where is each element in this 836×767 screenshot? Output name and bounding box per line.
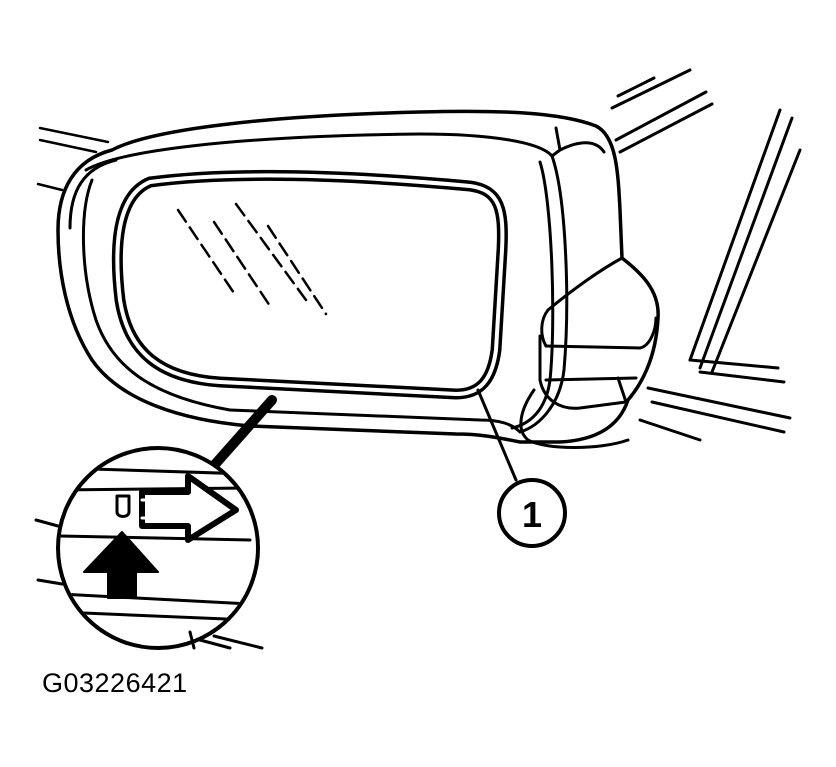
glass-reflection (176, 202, 328, 316)
detail-context-lines (34, 518, 264, 650)
figure-id-label: G03226421 (42, 668, 188, 698)
detail-pointer (205, 395, 277, 475)
panel-lines-left (36, 126, 110, 192)
mirror-glass (111, 169, 508, 400)
clip-tab-icon (115, 494, 131, 518)
callout-1-label: 1 (522, 494, 542, 535)
detail-view (56, 446, 260, 650)
callout-1 (497, 478, 567, 548)
mirror-housing (56, 109, 660, 449)
arrow-up-icon (83, 531, 159, 599)
callout-leader (476, 388, 518, 482)
arrow-right-icon (139, 473, 239, 543)
door-frame-lines (610, 68, 802, 442)
